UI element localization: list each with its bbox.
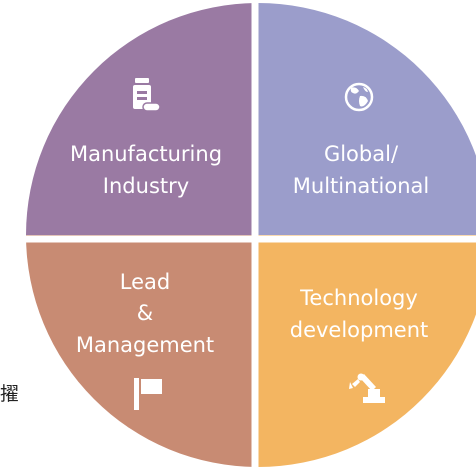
quadrant-lead [26, 235, 258, 467]
manufacturing-label-line2: Industry [103, 174, 189, 198]
medicine-bottle-icon [133, 78, 161, 112]
manufacturing-label-line1: Manufacturing [70, 142, 222, 166]
global-label-line2: Multinational [293, 174, 429, 198]
technology-label-line1: Technology [299, 286, 418, 310]
lead-label-line2: & [137, 301, 153, 325]
technology-label-line2: development [290, 318, 429, 342]
lead-label-line3: Management [76, 333, 214, 357]
globe-icon [344, 82, 374, 112]
flag-icon [134, 378, 162, 410]
quadrant-technology [258, 235, 476, 467]
quadrant-global [258, 3, 476, 235]
side-text-fragment: 擢 [0, 383, 20, 405]
global-label-line1: Global/ [324, 142, 399, 166]
robot-arm-icon [349, 373, 385, 403]
lead-label-line1: Lead [120, 270, 170, 294]
quadrant-manufacturing [26, 3, 258, 235]
